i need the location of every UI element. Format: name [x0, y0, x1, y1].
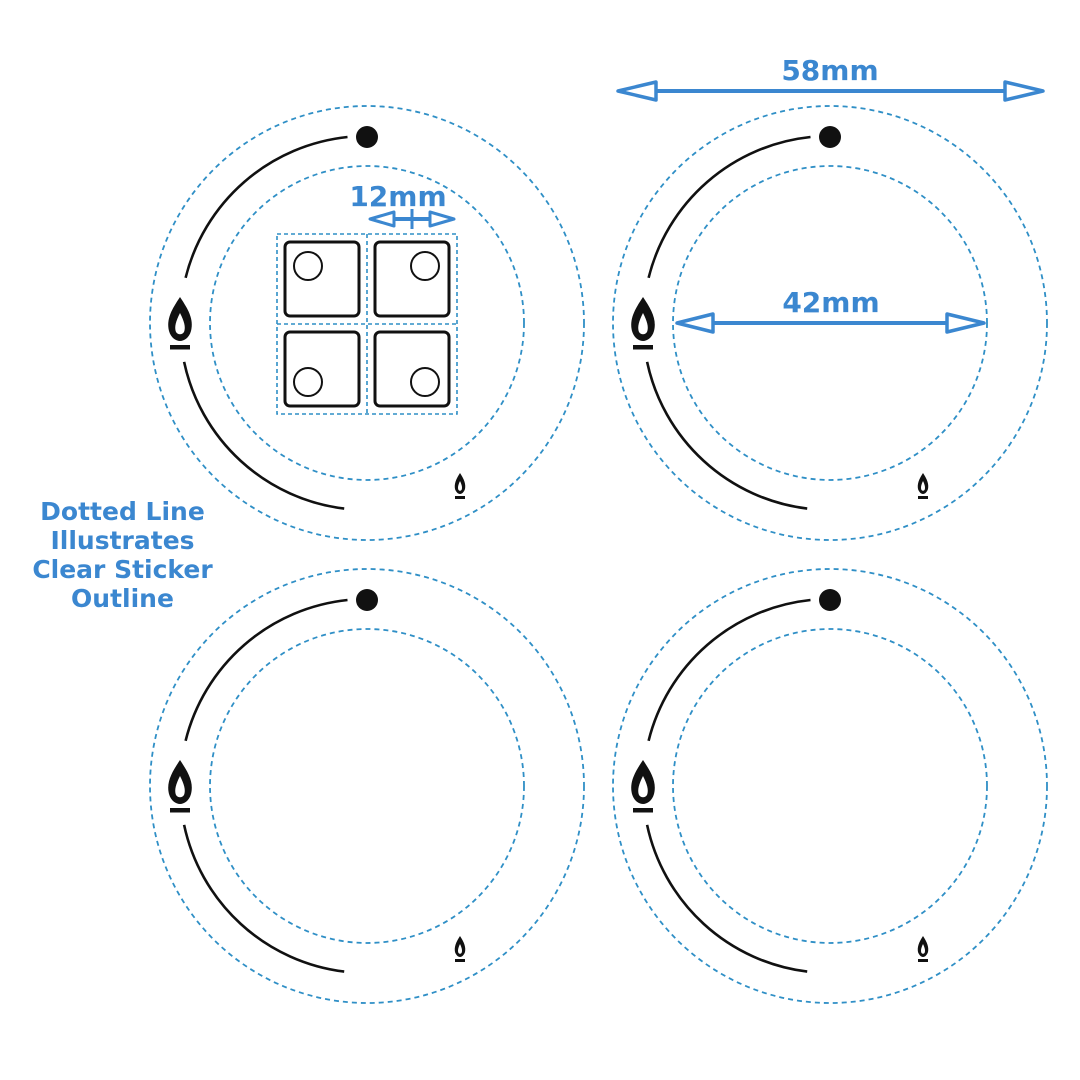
- scale-arc-upper: [647, 135, 811, 279]
- inner-sticker-outline: [672, 628, 988, 944]
- dimension-square: 12mm: [349, 180, 456, 229]
- scale-arc-upper: [184, 598, 348, 742]
- flame-large-icon: [631, 297, 655, 350]
- scale-arc-lower: [182, 824, 345, 973]
- flame-small-icon: [454, 473, 466, 499]
- square-outline-dashed: [276, 233, 458, 415]
- arrow-right-icon: [428, 210, 456, 228]
- arrow-left-icon: [616, 80, 658, 102]
- knob-sticker: [149, 568, 585, 1004]
- note-line: Clear Sticker: [32, 555, 213, 584]
- dot-icon: [356, 589, 378, 611]
- dimension-outer-label: 58mm: [781, 54, 878, 87]
- knob-sticker: [612, 105, 1048, 541]
- outer-sticker-outline: [149, 568, 585, 1004]
- arrow-left-icon: [368, 210, 396, 228]
- note-line: Illustrates: [50, 526, 195, 555]
- outer-sticker-outline: [612, 105, 1048, 541]
- knob-sticker: [612, 568, 1048, 1004]
- outer-sticker-outline: [149, 105, 585, 541]
- arrow-right-icon: [1003, 80, 1045, 102]
- dimension-inner: 42mm: [675, 286, 986, 334]
- outer-sticker-outline: [612, 568, 1048, 1004]
- dimension-square-label: 12mm: [349, 180, 446, 213]
- flame-small-icon: [917, 936, 929, 962]
- scale-arc-lower: [182, 361, 345, 510]
- dot-icon: [819, 589, 841, 611]
- inner-sticker-outline: [209, 628, 525, 944]
- inner-sticker-outline: [672, 165, 988, 481]
- flame-large-icon: [168, 760, 192, 813]
- flame-small-icon: [454, 936, 466, 962]
- scale-arc-lower: [645, 824, 808, 973]
- flame-small-icon: [917, 473, 929, 499]
- knob-sticker: [149, 105, 585, 541]
- arrow-right-icon: [945, 312, 986, 334]
- square-sticker-grid: [276, 233, 458, 415]
- dot-icon: [356, 126, 378, 148]
- scale-arc-upper: [184, 135, 348, 279]
- square-sticker: [283, 240, 361, 318]
- flame-large-icon: [631, 760, 655, 813]
- note-line: Outline: [71, 584, 174, 613]
- square-sticker: [373, 240, 451, 318]
- dimension-outer: 58mm: [616, 54, 1045, 102]
- square-sticker: [373, 330, 451, 408]
- dot-icon: [819, 126, 841, 148]
- dimension-inner-label: 42mm: [782, 286, 879, 319]
- scale-arc-upper: [647, 598, 811, 742]
- sticker-outline-note: Dotted Line Illustrates Clear Sticker Ou…: [0, 497, 245, 613]
- arrow-left-icon: [675, 312, 715, 334]
- square-sticker: [283, 330, 361, 408]
- scale-arc-lower: [645, 361, 808, 510]
- note-line: Dotted Line: [40, 497, 205, 526]
- flame-large-icon: [168, 297, 192, 350]
- inner-sticker-outline: [209, 165, 525, 481]
